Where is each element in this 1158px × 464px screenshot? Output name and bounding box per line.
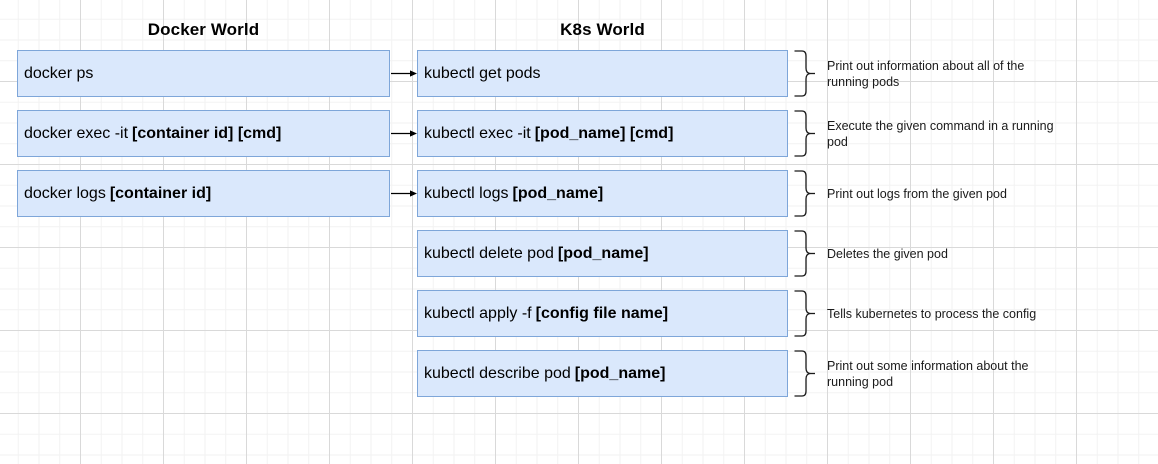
curly-brace-icon <box>794 170 815 217</box>
k8s-command-plain: kubectl get pods <box>424 64 541 82</box>
annotation-text: Print out information about all of the r… <box>827 50 1147 97</box>
docker-command-plain: docker exec -it <box>24 124 129 142</box>
annotation-line-1: Deletes the given pod <box>827 246 948 261</box>
docker-command-plain: docker ps <box>24 64 94 82</box>
curly-brace-icon <box>794 290 815 337</box>
column-title-k8s: K8s World <box>560 20 645 39</box>
mapping-arrow-icon <box>391 190 417 197</box>
mapping-arrow-icon <box>391 70 417 77</box>
annotation-text: Tells kubernetes to process the config <box>827 290 1147 337</box>
mapping-arrow-icon <box>391 130 417 137</box>
docker-command-bold: [container id] <box>109 184 212 202</box>
k8s-command-bold: [pod_name] <box>557 244 649 262</box>
k8s-command-box[interactable]: kubectl delete pod[pod_name] <box>417 230 788 277</box>
curly-brace-icon <box>794 110 815 157</box>
curly-brace-icon <box>794 350 815 397</box>
annotation-line-1: Print out logs from the given pod <box>827 186 1007 201</box>
annotation-line-2: running pods <box>827 74 900 89</box>
k8s-command-box[interactable]: kubectl describe pod[pod_name] <box>417 350 788 397</box>
annotation-line-1: Print out some information about the <box>827 358 1029 373</box>
k8s-command-plain: kubectl exec -it <box>424 124 531 142</box>
annotation-line-1: Tells kubernetes to process the config <box>827 306 1037 321</box>
annotation-text: Execute the given command in a running p… <box>827 110 1147 157</box>
k8s-command-box[interactable]: kubectl get pods <box>417 50 788 97</box>
docker-command-box[interactable]: docker ps <box>17 50 390 97</box>
annotation-text: Deletes the given pod <box>827 230 1147 277</box>
k8s-command-plain: kubectl describe pod <box>424 364 571 382</box>
annotation-text: Print out logs from the given pod <box>827 170 1147 217</box>
curly-brace-icon <box>794 50 815 97</box>
k8s-command-plain: kubectl logs <box>424 184 509 202</box>
k8s-command-box[interactable]: kubectl exec -it[pod_name] [cmd] <box>417 110 788 157</box>
k8s-command-bold: [pod_name] [cmd] <box>534 124 674 142</box>
annotation-line-1: Print out information about all of the <box>827 58 1025 73</box>
k8s-command-box[interactable]: kubectl apply -f[config file name] <box>417 290 788 337</box>
docker-command-plain: docker logs <box>24 184 106 202</box>
annotation-line-2: running pod <box>827 374 894 389</box>
k8s-command-plain: kubectl delete pod <box>424 244 554 262</box>
k8s-command-bold: [pod_name] <box>512 184 604 202</box>
docker-command-bold: [container id] [cmd] <box>132 124 282 142</box>
docker-command-box[interactable]: docker logs[container id] <box>17 170 390 217</box>
curly-brace-icon <box>794 230 815 277</box>
docker-command-box[interactable]: docker exec -it[container id] [cmd] <box>17 110 390 157</box>
annotation-line-1: Execute the given command in a running <box>827 118 1054 133</box>
annotation-line-2: pod <box>827 134 848 149</box>
k8s-command-bold: [pod_name] <box>574 364 666 382</box>
k8s-command-box[interactable]: kubectl logs[pod_name] <box>417 170 788 217</box>
column-title-docker: Docker World <box>147 20 260 39</box>
annotation-text: Print out some information about the run… <box>827 350 1147 397</box>
k8s-command-bold: [config file name] <box>535 304 669 322</box>
k8s-command-plain: kubectl apply -f <box>424 304 532 322</box>
